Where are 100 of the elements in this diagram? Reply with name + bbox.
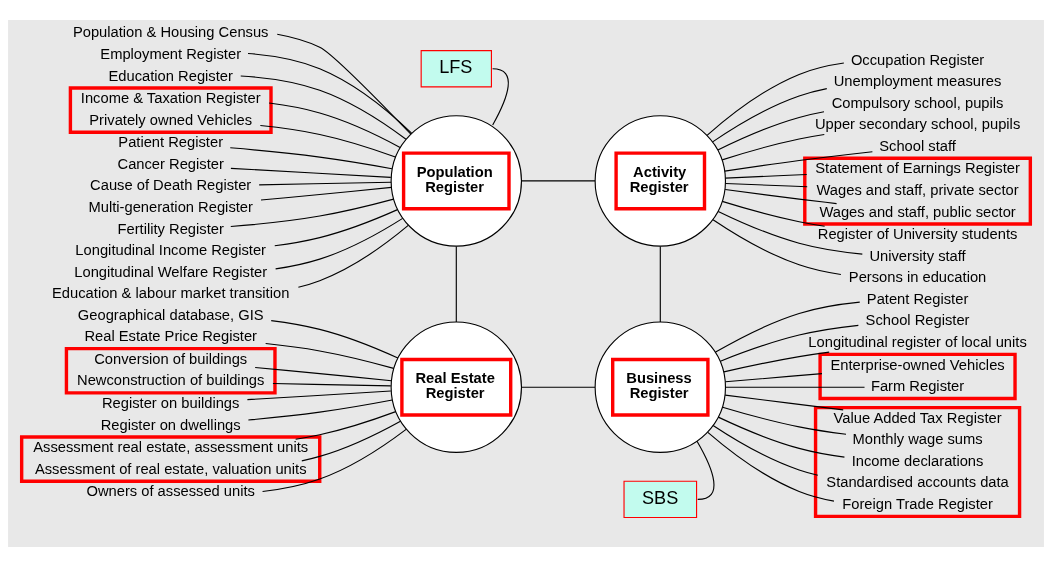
cluster	[68, 86, 273, 134]
connector	[260, 186, 392, 201]
connector	[246, 390, 392, 401]
node-text: Cause of Death Register	[90, 177, 252, 194]
connector	[275, 217, 404, 270]
connector	[707, 431, 835, 502]
connector	[276, 33, 412, 135]
connector	[715, 301, 861, 353]
cluster	[64, 346, 277, 395]
connector	[719, 324, 859, 362]
connector	[521, 386, 596, 388]
node-text: Persons in education	[848, 269, 987, 286]
connector	[259, 124, 396, 158]
node-circle: Real Estate Register	[390, 321, 523, 453]
node-text: School Register	[865, 312, 970, 329]
node-text: Assessment of real estate, valuation units	[34, 460, 307, 477]
connector	[724, 173, 808, 179]
connector	[297, 224, 409, 288]
connector	[724, 188, 838, 205]
connector	[724, 151, 873, 172]
connector	[272, 383, 392, 387]
node-text: Register of University students	[817, 226, 1018, 243]
connector	[455, 245, 457, 323]
connector	[258, 181, 392, 186]
node-text: Standardised accounts data	[826, 474, 1009, 491]
node-text: Population & Housing Census	[72, 24, 269, 41]
node-text: Income & Taxation Register	[80, 90, 261, 107]
node-text: Register on dwellings	[100, 416, 241, 433]
node-text: Enterprise-owned Vehicles	[830, 356, 1005, 373]
connector	[247, 399, 393, 421]
node-text: Value Added Tax Register	[833, 409, 1002, 426]
connector	[706, 62, 845, 136]
cluster	[818, 352, 1017, 401]
node-text: Fertility Register	[117, 220, 224, 237]
connector	[521, 180, 596, 182]
node-text: Upper secondary school, pupils	[814, 116, 1021, 133]
connector	[230, 198, 395, 227]
connector	[659, 245, 661, 323]
connector	[712, 88, 828, 143]
node-text: Employment Register	[100, 45, 242, 62]
node-text: Longitudinal Welfare Register	[74, 263, 268, 280]
connector	[717, 111, 825, 151]
node-text: Wages and staff, public sector	[819, 203, 1016, 220]
node-text: Statement of Earnings Register	[815, 160, 1020, 177]
node-circle: Activity Register	[594, 115, 727, 247]
node-text: Real Estate Price Register	[84, 328, 257, 345]
connector	[274, 209, 399, 247]
node-text: Owners of assessed units	[86, 483, 255, 500]
connector	[492, 68, 509, 126]
connector	[722, 406, 847, 435]
connector	[723, 351, 830, 373]
connector	[724, 394, 844, 411]
connector	[265, 342, 395, 369]
node-text: Cancer Register	[117, 155, 224, 172]
node-text: Income declarations	[851, 452, 984, 469]
cluster	[813, 405, 1022, 519]
node-text: Assessment real estate, assessment units	[33, 439, 309, 456]
connector	[717, 210, 863, 255]
node-circle: Population Register	[390, 115, 523, 247]
connector	[262, 428, 407, 493]
cluster	[19, 435, 322, 483]
connector	[229, 147, 393, 170]
node-text: Wages and staff, private sector	[816, 181, 1019, 198]
node-text: Education & labour market transition	[52, 285, 290, 302]
connector	[268, 102, 401, 148]
node-circle: Business Register	[594, 321, 727, 453]
node-text: School staff	[879, 137, 956, 154]
node-text: Farm Register	[870, 378, 965, 395]
node-text: Longitudinal register of local units	[808, 333, 1027, 350]
node-text: Monthly wage sums	[852, 431, 983, 448]
node-text: Newconstruction of buildings	[77, 372, 265, 389]
node-text: Patent Register	[866, 290, 969, 307]
connector	[712, 424, 819, 476]
node-text: University staff	[869, 247, 966, 264]
connector	[301, 420, 402, 462]
node-text: Occupation Register	[850, 51, 985, 68]
connector	[725, 386, 866, 388]
node-text: Register on buildings	[101, 395, 240, 412]
connector	[240, 75, 407, 140]
node-text: Patient Register	[118, 134, 224, 151]
node-text: Unemployment measures	[833, 73, 1002, 90]
connector	[712, 219, 842, 276]
connector	[270, 320, 399, 359]
node-text: Compulsory school, pupils	[831, 94, 1004, 111]
node-text: Multi-generation Register	[88, 198, 253, 215]
connector	[724, 373, 823, 383]
connector	[724, 182, 808, 188]
connector	[721, 133, 825, 161]
node-text: Privately owned Vehicles	[89, 111, 253, 128]
connector	[230, 167, 392, 178]
node-text: Education Register	[108, 67, 233, 84]
connector	[254, 366, 392, 382]
connector	[717, 416, 845, 458]
node-text: Conversion of buildings	[94, 350, 248, 367]
node-text: Longitudinal Income Register	[75, 242, 267, 259]
node-text: Foreign Trade Register	[842, 495, 993, 512]
connector	[247, 52, 413, 134]
cluster	[803, 156, 1033, 226]
connector	[295, 411, 397, 440]
node-text: Geographical database, GIS	[77, 306, 264, 323]
